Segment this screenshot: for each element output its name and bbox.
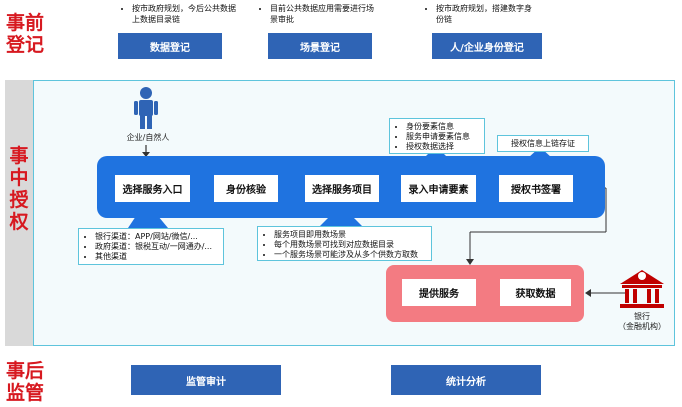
registration-note-identity: 按市政府规划，搭建数字身份链 (424, 3, 536, 25)
callout-entry-item: 政府渠道：银税互动/一网通办/... (95, 242, 219, 252)
bank-label: 银行 （金融机构） (616, 312, 668, 332)
step-select-entry[interactable]: 选择服务入口 (115, 175, 190, 202)
bank-label-line1: 银行 (634, 312, 650, 321)
registration-note-data-text: 按市政府规划，今后公共数据上数据目录链 (132, 3, 238, 25)
callout-elements-item: 服务申请要素信息 (406, 132, 480, 142)
phase-after-label: 事后 监管 (3, 360, 47, 404)
phase-during-line4: 权 (9, 211, 29, 233)
step-select-service[interactable]: 选择服务项目 (305, 175, 379, 202)
callout-service-items: 服务项目即用数场景 每个用数场景可找到对应数据目录 一个服务场景可能涉及从多个供… (257, 226, 432, 261)
callout-elements-item: 身份要素信息 (406, 122, 480, 132)
registration-note-data: 按市政府规划，今后公共数据上数据目录链 (120, 3, 238, 25)
callout-service-item: 每个用数场景可找到对应数据目录 (274, 240, 427, 250)
bank-icon (620, 270, 664, 308)
bank-label-line2: （金融机构） (618, 322, 666, 331)
step-identity-verification[interactable]: 身份核验 (214, 175, 278, 202)
scene-registration-button[interactable]: 场景登记 (268, 33, 372, 59)
step-enter-application[interactable]: 录入申请要素 (401, 175, 476, 202)
phase-after-line2: 监管 (5, 382, 44, 404)
phase-during-line3: 授 (9, 189, 29, 211)
callout-elements-item: 授权数据选择 (406, 142, 480, 152)
callout-entry-item: 银行渠道：APP/网站/微信/... (95, 232, 219, 242)
data-registration-button[interactable]: 数据登记 (118, 33, 222, 59)
phase-before-label: 事前 登记 (3, 12, 47, 56)
phase-before-line2: 登记 (5, 34, 44, 56)
phase-during-label: 事 中 授 权 (7, 145, 31, 233)
registration-note-scene-text: 目前公共数据应用需要进行场景审批 (270, 3, 374, 25)
statistics-button[interactable]: 统计分析 (391, 365, 541, 395)
step-sign-authorization[interactable]: 授权书签署 (499, 175, 573, 202)
actor-label: 企业/自然人 (126, 133, 170, 142)
callout-entry-item: 其他渠道 (95, 252, 219, 262)
phase-before-line1: 事前 (5, 12, 44, 34)
phase-during-line1: 事 (9, 145, 29, 167)
during-phase-column (5, 80, 33, 346)
phase-during-line2: 中 (9, 167, 29, 189)
person-icon (134, 87, 158, 129)
callout-service-item: 服务项目即用数场景 (274, 230, 427, 240)
callout-auth-onchain: 授权信息上链存证 (497, 135, 589, 152)
callout-service-item: 一个服务场景可能涉及从多个供数方取数 (274, 250, 427, 260)
registration-note-scene: 目前公共数据应用需要进行场景审批 (258, 3, 374, 25)
phase-after-line1: 事后 (5, 360, 44, 382)
step-provide-service[interactable]: 提供服务 (402, 279, 476, 306)
callout-entry-channels: 银行渠道：APP/网站/微信/... 政府渠道：银税互动/一网通办/... 其他… (78, 228, 224, 265)
identity-registration-button[interactable]: 人/企业身份登记 (432, 33, 542, 59)
step-get-data[interactable]: 获取数据 (500, 279, 571, 306)
audit-button[interactable]: 监管审计 (131, 365, 281, 395)
callout-application-elements: 身份要素信息 服务申请要素信息 授权数据选择 (389, 118, 485, 154)
registration-note-identity-text: 按市政府规划，搭建数字身份链 (436, 3, 536, 25)
